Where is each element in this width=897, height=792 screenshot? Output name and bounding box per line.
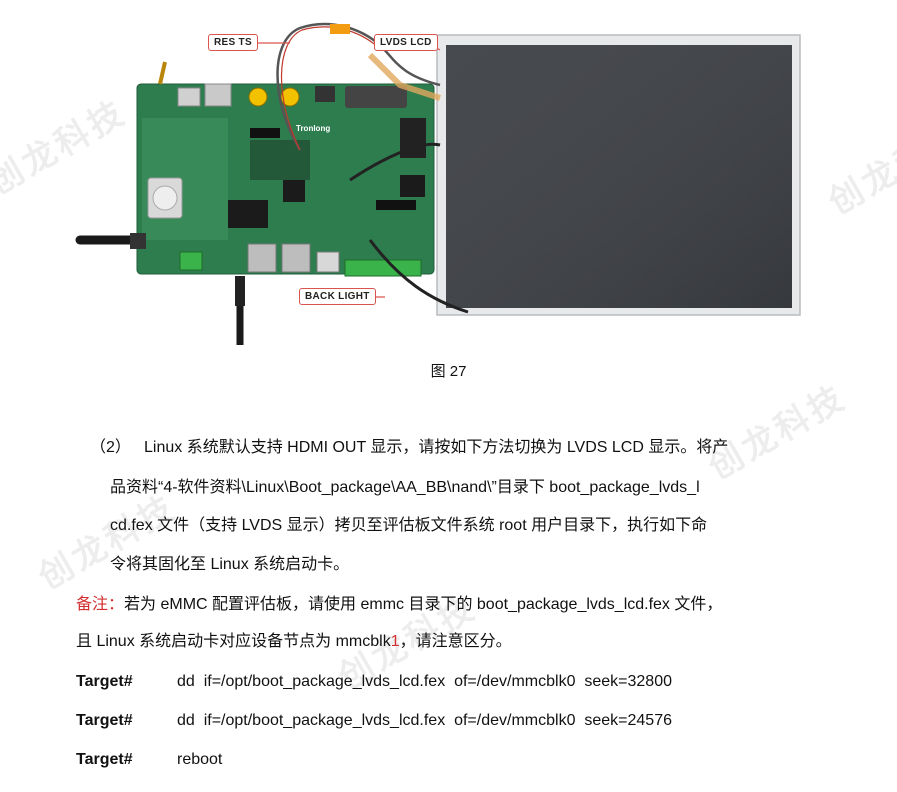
note-text-2-pre: 且 Linux 系统启动卡对应设备节点为 mmcblk <box>76 633 391 650</box>
figure-caption: 图 27 <box>430 363 467 380</box>
watermark: 创龙科技 <box>31 487 184 598</box>
command-prompt: Target# <box>76 673 133 690</box>
step-line-4: 令将其固化至 Linux 系统启动卡。 <box>110 556 350 573</box>
command-text: reboot <box>177 751 223 768</box>
command-text: dd if=/opt/boot_package_lvds_lcd.fex of=… <box>177 712 672 729</box>
board-brand-text: Tronlong <box>296 124 330 133</box>
note-device-number: 1 <box>390 633 400 650</box>
step-line-3: cd.fex 文件（支持 LVDS 显示）拷贝至评估板文件系统 root 用户目… <box>110 517 708 534</box>
back-light-callout: BACK LIGHT <box>299 288 376 305</box>
command-prompt: Target# <box>76 712 133 729</box>
res-ts-callout: RES TS <box>208 34 258 51</box>
step-number: （2） <box>90 439 131 456</box>
watermark: 创龙科技 <box>701 377 854 488</box>
step-line-1: Linux 系统默认支持 HDMI OUT 显示，请按如下方法切换为 LVDS … <box>144 439 729 456</box>
board-and-lcd-illustration: Tronlong <box>75 22 801 345</box>
note-line-1: 备注：若为 eMMC 配置评估板，请使用 emmc 目录下的 boot_pack… <box>76 595 722 615</box>
note-label: 备注： <box>76 596 125 613</box>
note-text-1: 若为 eMMC 配置评估板，请使用 emmc 目录下的 boot_package… <box>124 596 723 613</box>
command-text: dd if=/opt/boot_package_lvds_lcd.fex of=… <box>177 673 672 690</box>
note-text-2-post: ，请注意区分。 <box>399 633 512 650</box>
note-line-2: 且 Linux 系统启动卡对应设备节点为 mmcblk1，请注意区分。 <box>76 632 512 652</box>
lvds-lcd-callout: LVDS LCD <box>374 34 438 51</box>
command-prompt: Target# <box>76 751 133 768</box>
product-photo: Tronlong RES TS LVDS LCD BACK LIGHT <box>0 0 897 350</box>
step-line-2: 品资料“4-软件资料\Linux\Boot_package\AA_BB\nand… <box>110 479 700 496</box>
